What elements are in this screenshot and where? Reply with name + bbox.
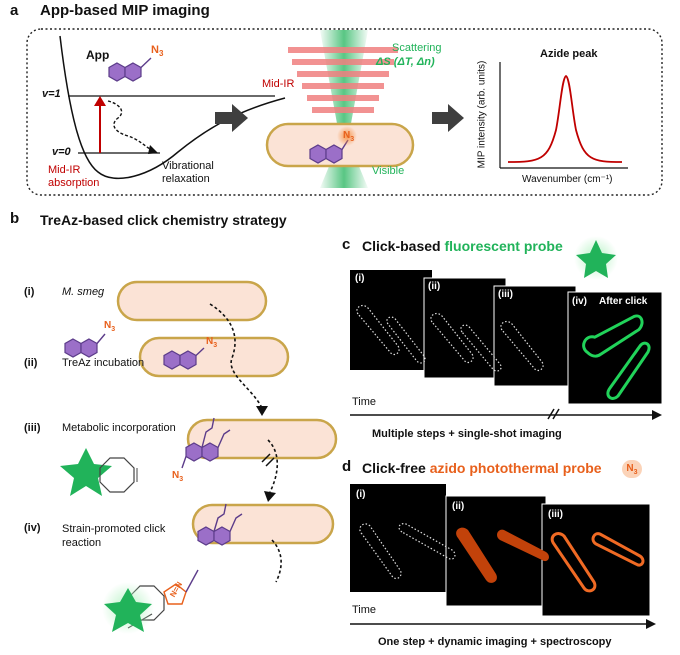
panel-c-title: Click-based fluorescent probe <box>362 238 563 254</box>
cell-b4-molecule <box>197 503 243 546</box>
plot-title: Azide peak <box>540 48 598 60</box>
cell-b3-n3: N3 <box>172 470 184 483</box>
cell-b2-molecule <box>163 347 205 370</box>
c-frame-1 <box>350 270 432 370</box>
midir-bars <box>288 47 398 113</box>
c-frame-1-label: (i) <box>355 273 365 284</box>
v1-label: v=1 <box>42 88 61 100</box>
cell-a <box>265 122 415 168</box>
treaz-n3: N3 <box>104 320 116 333</box>
visible-label: Visible <box>372 165 405 177</box>
panel-a-letter: a <box>10 2 19 19</box>
cell-b2-n3: N3 <box>206 336 218 349</box>
flow-arrow-2 <box>267 439 279 493</box>
panel-c-figure <box>350 236 663 420</box>
c-frame-3-label: (iii) <box>498 289 513 300</box>
d-n3-badge: N3 <box>622 460 642 478</box>
step-iii-label: Metabolic incorporation <box>62 422 176 434</box>
panel-b-letter: b <box>10 210 20 227</box>
step-ii-label: TreAz incubation <box>62 357 145 369</box>
d-frame-2 <box>445 495 547 607</box>
step-iii-num: (iii) <box>24 422 41 434</box>
scattering-label: Scattering <box>392 42 442 54</box>
d-time-label: Time <box>352 604 377 616</box>
panel-a-border <box>26 28 663 196</box>
d-frame-2-label: (ii) <box>452 501 465 512</box>
cyclooctyne-ring <box>99 457 135 493</box>
cell-a-molecule <box>309 139 349 164</box>
arrow-a2 <box>432 104 464 132</box>
v0-label: v=0 <box>52 146 71 158</box>
c-time-label: Time <box>352 396 377 408</box>
panel-b-figure <box>60 280 338 634</box>
d-frame-1 <box>350 484 446 592</box>
azide-peak-curve <box>507 74 623 163</box>
d-frame-1-label: (i) <box>356 489 366 500</box>
cell-b1 <box>116 280 268 322</box>
c-caption: Multiple steps + single-shot imaging <box>372 428 562 440</box>
panel-d-figure <box>350 484 656 629</box>
delta-s-label: ΔS (ΔT, Δn) <box>376 56 435 68</box>
panel-a-title: App-based MIP imaging <box>40 2 210 19</box>
c-frame-3 <box>493 285 577 387</box>
c-frame-4-label: (iv) <box>572 296 587 307</box>
step-iv-label: Strain-promoted click reaction <box>62 523 166 549</box>
iv-star <box>60 448 112 496</box>
cell-b3-molecule <box>181 417 231 469</box>
panel-d-title: Click-free azido photothermal probe <box>362 460 602 476</box>
d-frame-3 <box>541 503 651 617</box>
plot-xlabel: Wavenumber (cm⁻¹) <box>522 174 613 185</box>
step-ii-num: (ii) <box>24 357 38 369</box>
after-click-label: After click <box>599 296 648 307</box>
clicked-star <box>104 588 152 632</box>
cell-b3 <box>186 418 338 460</box>
midir-label: Mid-IR <box>262 78 295 90</box>
d-frame-3-label: (iii) <box>548 509 563 520</box>
panel-a-figure <box>26 28 663 196</box>
app-label: App <box>86 48 110 62</box>
plot-ylabel: MIP intensity (arb. units) <box>476 60 488 169</box>
panel-c-star <box>576 240 616 278</box>
flow-arrow-3 <box>271 539 282 583</box>
relaxation-arrow-head <box>148 145 158 154</box>
panel-d-letter: d <box>342 458 352 475</box>
d-caption: One step + dynamic imaging + spectroscop… <box>378 636 612 648</box>
relaxation-arrow <box>107 100 153 151</box>
absorption-arrow-head <box>94 96 106 106</box>
step-iv-num: (iv) <box>24 522 41 534</box>
panel-b-title: TreAz-based click chemistry strategy <box>40 212 287 228</box>
app-molecule <box>108 57 152 82</box>
arrow-a1 <box>215 104 248 132</box>
treaz-molecule <box>64 333 106 358</box>
app-n3: N3 <box>151 44 164 59</box>
cell-a-n3: N3 <box>343 130 355 143</box>
step-i-num: (i) <box>24 286 35 298</box>
c-frame-2-label: (ii) <box>428 281 441 292</box>
n3-glow <box>337 126 357 146</box>
step-i-label: M. smeg <box>62 286 105 298</box>
panel-c-letter: c <box>342 236 351 253</box>
